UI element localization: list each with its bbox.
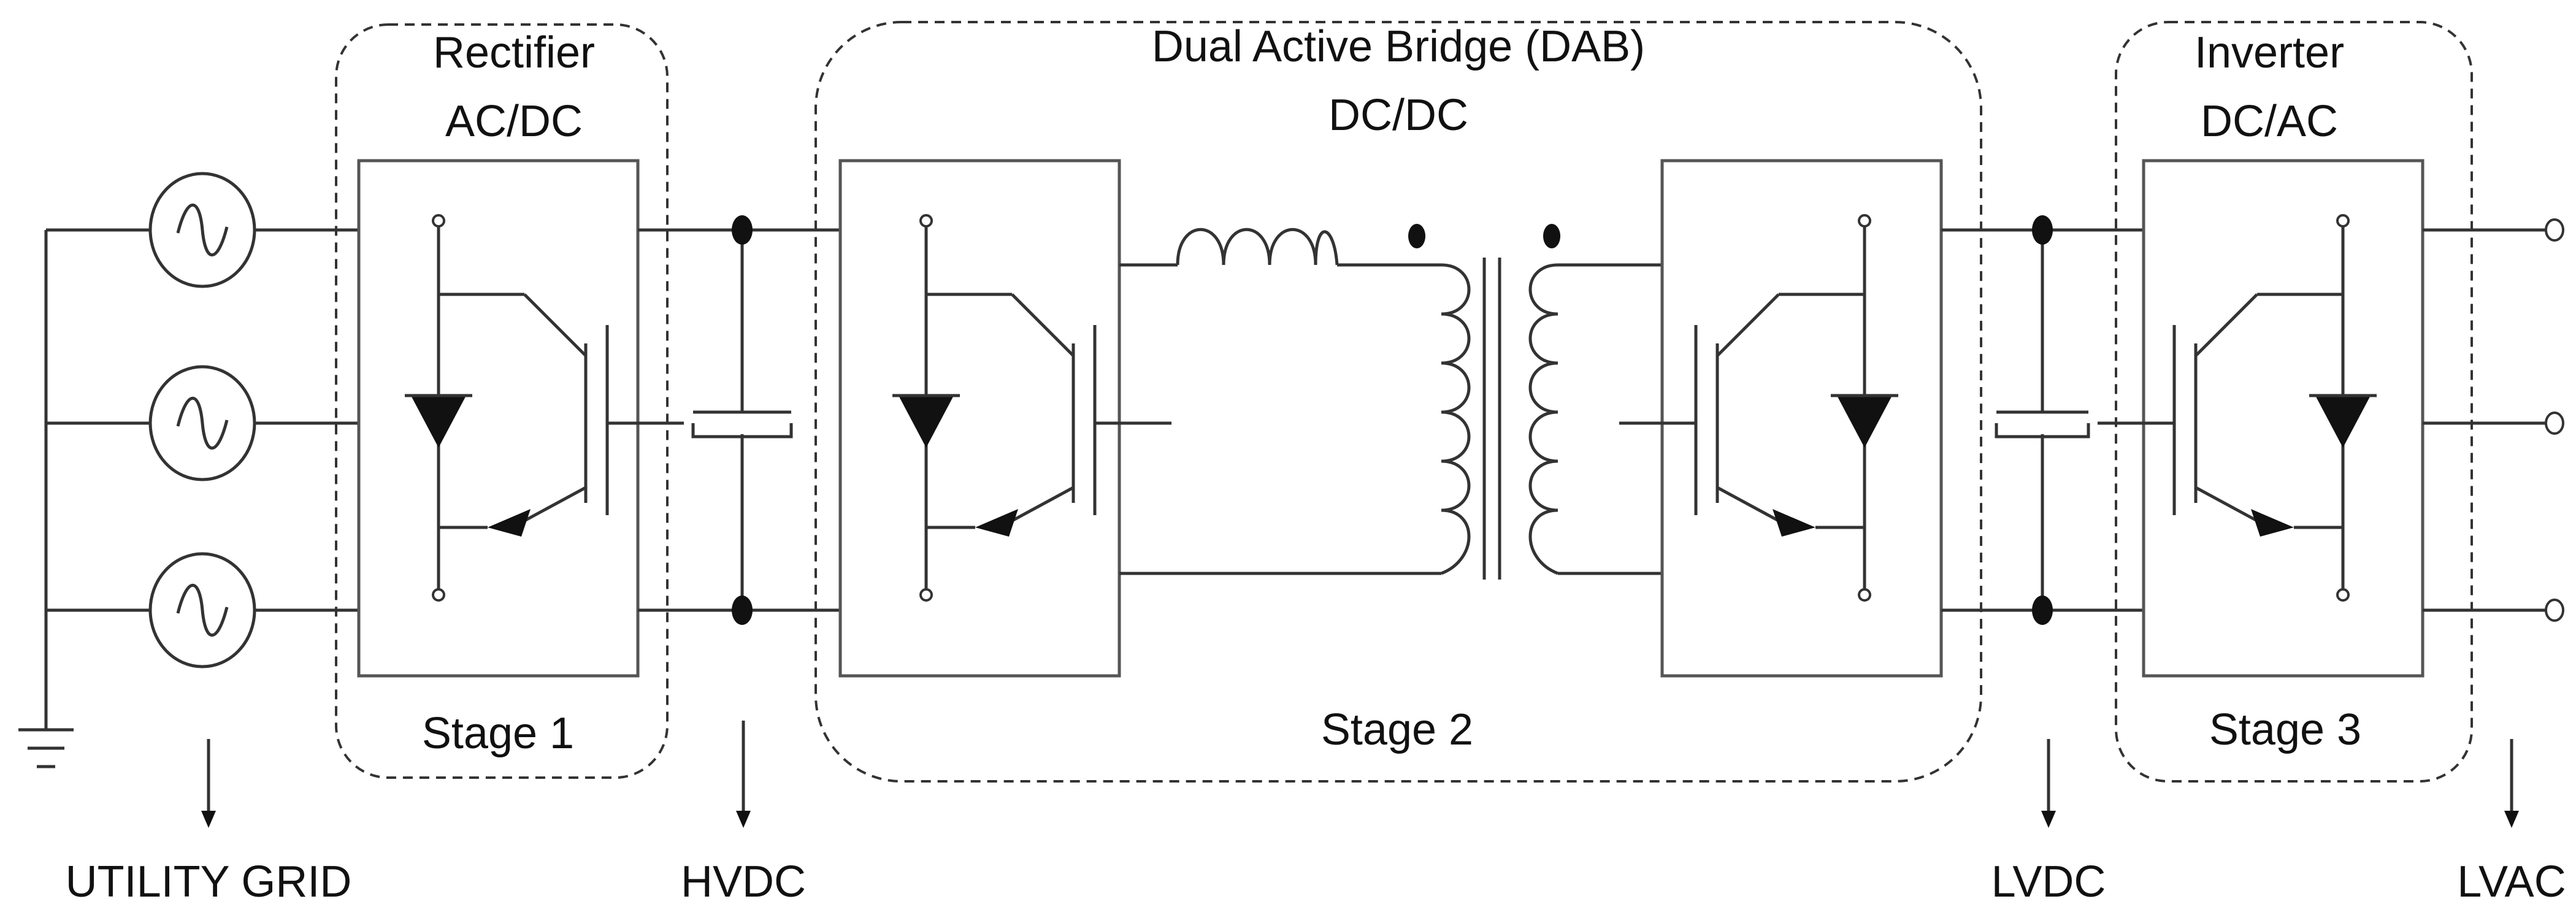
ac-source-icon	[148, 552, 256, 668]
stage2-enclosure	[815, 21, 1982, 783]
stage3-enclosure	[2115, 21, 2473, 783]
rectifier-title: Rectifier	[433, 28, 595, 77]
down-arrow-icon	[2041, 739, 2056, 828]
inverter-block	[2142, 159, 2425, 678]
down-arrow-icon	[736, 721, 751, 828]
stage1-enclosure	[335, 23, 669, 779]
transformer-icon	[1408, 224, 1560, 580]
rectifier-block	[357, 159, 640, 678]
hvdc-link	[638, 215, 840, 625]
series-inductor-icon	[1119, 228, 1441, 267]
dab-title: Dual Active Bridge (DAB)	[1152, 22, 1645, 71]
capacitor-icon	[691, 410, 793, 438]
ac-source-icon	[148, 172, 256, 288]
ground-icon	[18, 728, 74, 768]
down-arrow-icon	[2504, 739, 2519, 828]
stage2-label: Stage 2	[1321, 705, 1473, 754]
stage1-label: Stage 1	[422, 709, 574, 758]
utility-grid-sources	[18, 172, 359, 768]
utility-grid-label: UTILITY GRID	[66, 857, 352, 906]
lvdc-link	[1941, 215, 2144, 625]
lvdc-label: LVDC	[1991, 857, 2106, 906]
hvdc-label: HVDC	[681, 857, 806, 906]
down-arrow-icon	[201, 739, 216, 828]
ac-source-icon	[148, 365, 256, 481]
capacitor-icon	[1995, 410, 2090, 438]
inverter-type: DC/AC	[2201, 97, 2338, 146]
rectifier-type: AC/DC	[445, 97, 583, 146]
dab-type: DC/DC	[1328, 91, 1468, 140]
lvac-label: LVAC	[2457, 857, 2566, 906]
output-terminals	[2423, 218, 2564, 622]
stage3-label: Stage 3	[2209, 705, 2361, 754]
dab-primary-bridge	[838, 159, 1121, 678]
inverter-title: Inverter	[2195, 28, 2344, 77]
dab-secondary-bridge	[1660, 159, 1943, 678]
